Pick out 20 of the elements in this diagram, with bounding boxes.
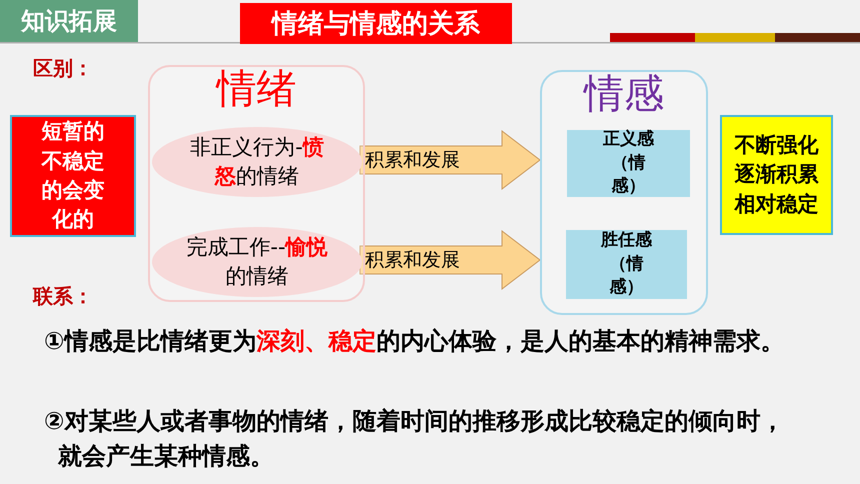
title-banner: 情绪与情感的关系 (240, 3, 512, 44)
paragraph: ①情感是比情绪更为深刻、稳定的内心体验，是人的基本的精神需求。 (44, 326, 786, 357)
text-box: 不断强化逐渐积累相对稳定 (720, 115, 833, 235)
text-box: 正义感（情感） (567, 130, 690, 197)
section-tag: 知识拓展 (0, 0, 138, 42)
group-heading: 情绪 (214, 67, 298, 112)
paragraph: ②对某些人或者事物的情绪，随着时间的推移形成比较稳定的倾向时，就会产生某种情感。 (44, 406, 786, 472)
text-box: 胜任感（情感） (566, 230, 687, 299)
group-panel (540, 70, 708, 315)
ellipse-node: 非正义行为-愤怒的情绪 (152, 127, 362, 197)
block-arrow (360, 130, 541, 190)
edge-label: 积累和发展 (365, 148, 460, 173)
block-arrow (360, 230, 541, 290)
edge-label: 积累和发展 (365, 248, 460, 273)
ellipse-node: 完成工作--愉悦的情绪 (152, 227, 362, 297)
section-label: 联系： (33, 283, 93, 310)
section-label: 区别： (33, 55, 93, 82)
group-panel (148, 65, 365, 302)
text-box: 短暂的不稳定的会变化的 (10, 115, 136, 237)
group-heading: 情感 (582, 72, 665, 117)
